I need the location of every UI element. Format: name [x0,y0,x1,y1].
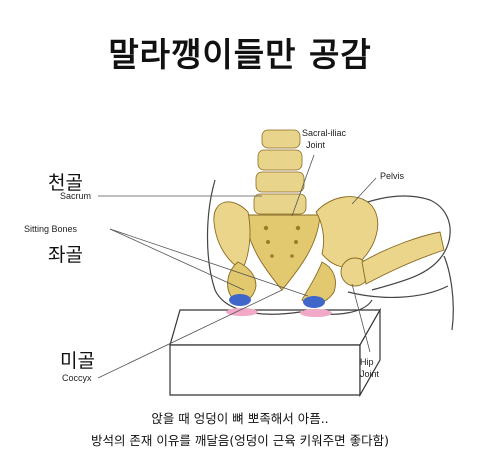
sacrum-label-en: Sacrum [60,191,92,201]
spine [253,129,307,215]
sitting-bones-label-en: Sitting Bones [24,224,78,234]
hip-joint-label-line1: Hip [360,357,374,367]
sacroiliac-label-line1: Sacral-iliac [302,128,347,138]
leader-lines [97,154,377,379]
sacral-foramina [263,225,301,258]
right-ilium [315,196,379,268]
left-ilium [213,201,251,271]
caption-line-1: 앉을 때 엉덩이 뼈 뽀족해서 아픔.. [151,411,329,426]
pelvis-label: Pelvis [380,171,405,181]
hip-joint-label-line2: Joint [360,369,380,379]
sitting-bones-label-kr: 좌골 [48,244,83,266]
right-femur [361,231,445,285]
left-contact-blue [229,294,251,306]
coccyx-label-kr: 미골 [60,350,95,372]
right-contact-blue [303,296,325,308]
caption-line-2: 방석의 존재 이유를 깨달음(엉덩이 근육 키워주면 좋다함) [90,433,390,448]
seat-block [169,307,382,398]
coccyx-label-en: Coccyx [62,373,92,383]
page-title: 말라깽이들만 공감 [108,35,372,74]
sacrum-label-kr: 천골 [48,172,83,194]
left-contact-pink [226,308,258,316]
sacroiliac-label-line2: Joint [306,140,326,150]
sacrum [244,214,321,291]
right-contact-pink [300,309,332,317]
